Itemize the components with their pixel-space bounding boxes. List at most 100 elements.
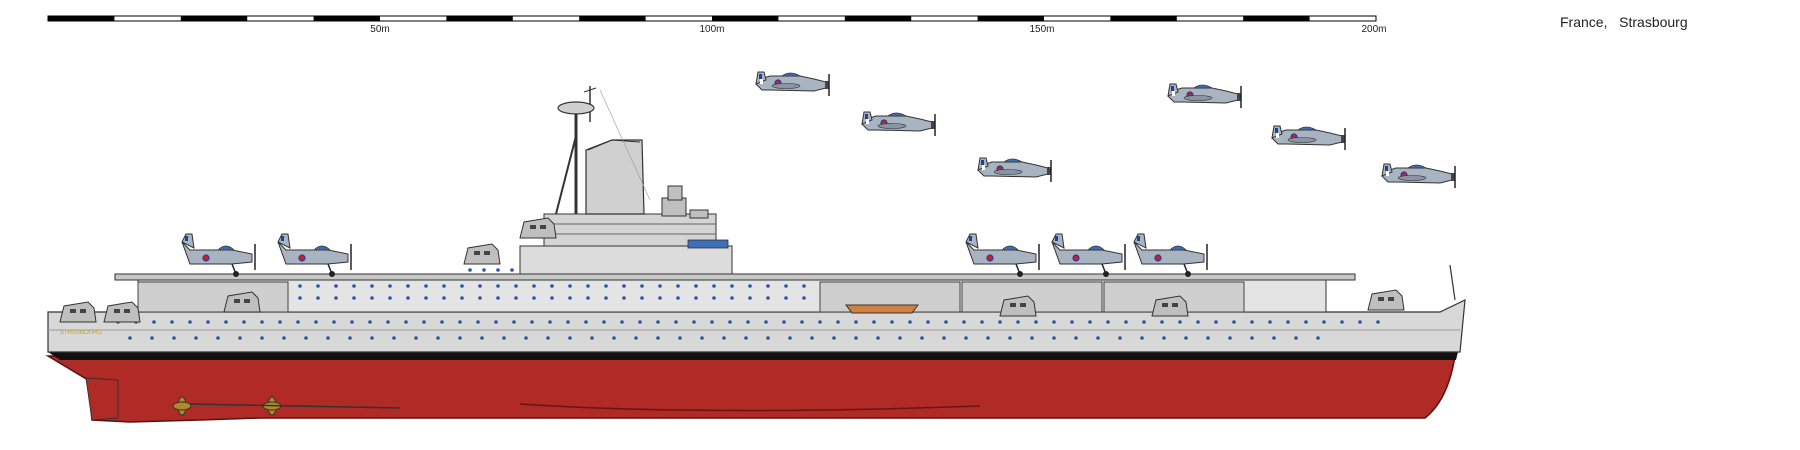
porthole <box>678 336 682 340</box>
porthole <box>700 336 704 340</box>
parked-aircraft-icon <box>181 233 256 278</box>
porthole <box>944 320 948 324</box>
porthole <box>1228 336 1232 340</box>
scale-bar-segments <box>47 15 1377 22</box>
porthole <box>854 320 858 324</box>
porthole <box>458 320 462 324</box>
scale-bar-segment <box>446 16 513 21</box>
porthole <box>872 320 876 324</box>
porthole <box>766 284 770 288</box>
porthole <box>854 336 858 340</box>
flying-aircraft-icon <box>755 71 830 97</box>
porthole <box>352 296 356 300</box>
porthole <box>514 296 518 300</box>
porthole <box>532 284 536 288</box>
porthole <box>458 336 462 340</box>
porthole <box>370 296 374 300</box>
porthole <box>216 336 220 340</box>
porthole <box>386 320 390 324</box>
porthole <box>440 320 444 324</box>
porthole <box>832 336 836 340</box>
porthole <box>1016 320 1020 324</box>
porthole <box>568 336 572 340</box>
porthole <box>728 320 732 324</box>
porthole <box>298 296 302 300</box>
porthole <box>1106 320 1110 324</box>
porthole <box>730 284 734 288</box>
scale-bar-segment <box>48 16 115 21</box>
porthole <box>334 284 338 288</box>
porthole <box>460 296 464 300</box>
flying-aircraft-icon <box>861 111 936 137</box>
ship-hull <box>45 264 1466 423</box>
porthole <box>1052 336 1056 340</box>
porthole <box>586 296 590 300</box>
porthole <box>748 296 752 300</box>
porthole <box>764 320 768 324</box>
porthole <box>746 320 750 324</box>
porthole <box>1118 336 1122 340</box>
porthole <box>590 336 594 340</box>
porthole <box>712 284 716 288</box>
flying-aircraft-icon <box>977 157 1052 183</box>
porthole <box>694 284 698 288</box>
porthole <box>898 336 902 340</box>
caption-country: France <box>1560 14 1604 30</box>
flying-aircraft <box>755 71 1456 189</box>
porthole <box>238 336 242 340</box>
porthole <box>1376 320 1380 324</box>
porthole <box>298 284 302 288</box>
porthole <box>404 320 408 324</box>
scale-bar-segment <box>1243 16 1310 21</box>
funnel <box>585 139 645 215</box>
porthole <box>170 320 174 324</box>
porthole <box>766 296 770 300</box>
porthole <box>766 336 770 340</box>
porthole <box>1184 336 1188 340</box>
porthole <box>748 284 752 288</box>
porthole <box>836 320 840 324</box>
porthole <box>478 284 482 288</box>
porthole <box>392 336 396 340</box>
porthole <box>316 296 320 300</box>
porthole <box>640 284 644 288</box>
porthole <box>296 320 300 324</box>
porthole <box>368 320 372 324</box>
porthole <box>326 336 330 340</box>
porthole <box>604 284 608 288</box>
porthole <box>1008 336 1012 340</box>
porthole <box>1074 336 1078 340</box>
parked-aircraft-icon <box>965 233 1040 278</box>
porthole <box>524 336 528 340</box>
porthole <box>514 284 518 288</box>
porthole <box>638 320 642 324</box>
porthole <box>502 336 506 340</box>
parked-aircraft-icon <box>1133 233 1208 278</box>
porthole <box>942 336 946 340</box>
porthole <box>980 320 984 324</box>
caption-ship-name: Strasbourg <box>1619 14 1688 30</box>
porthole <box>1304 320 1308 324</box>
porthole <box>496 296 500 300</box>
porthole <box>406 296 410 300</box>
porthole <box>676 284 680 288</box>
porthole <box>634 336 638 340</box>
porthole <box>818 320 822 324</box>
porthole <box>1142 320 1146 324</box>
porthole <box>602 320 606 324</box>
scale-bar-segment <box>313 16 380 21</box>
portholes <box>116 268 1380 340</box>
porthole <box>640 296 644 300</box>
porthole <box>460 284 464 288</box>
propellers <box>85 377 401 421</box>
porthole <box>1034 320 1038 324</box>
porthole <box>512 320 516 324</box>
porthole <box>478 296 482 300</box>
porthole <box>1052 320 1056 324</box>
porthole <box>350 320 354 324</box>
scale-tick-150m: 150m <box>1029 24 1055 35</box>
porthole <box>278 320 282 324</box>
scale-bar-segment <box>180 16 248 21</box>
porthole <box>692 320 696 324</box>
scale-tick-100m: 100m <box>699 24 725 35</box>
